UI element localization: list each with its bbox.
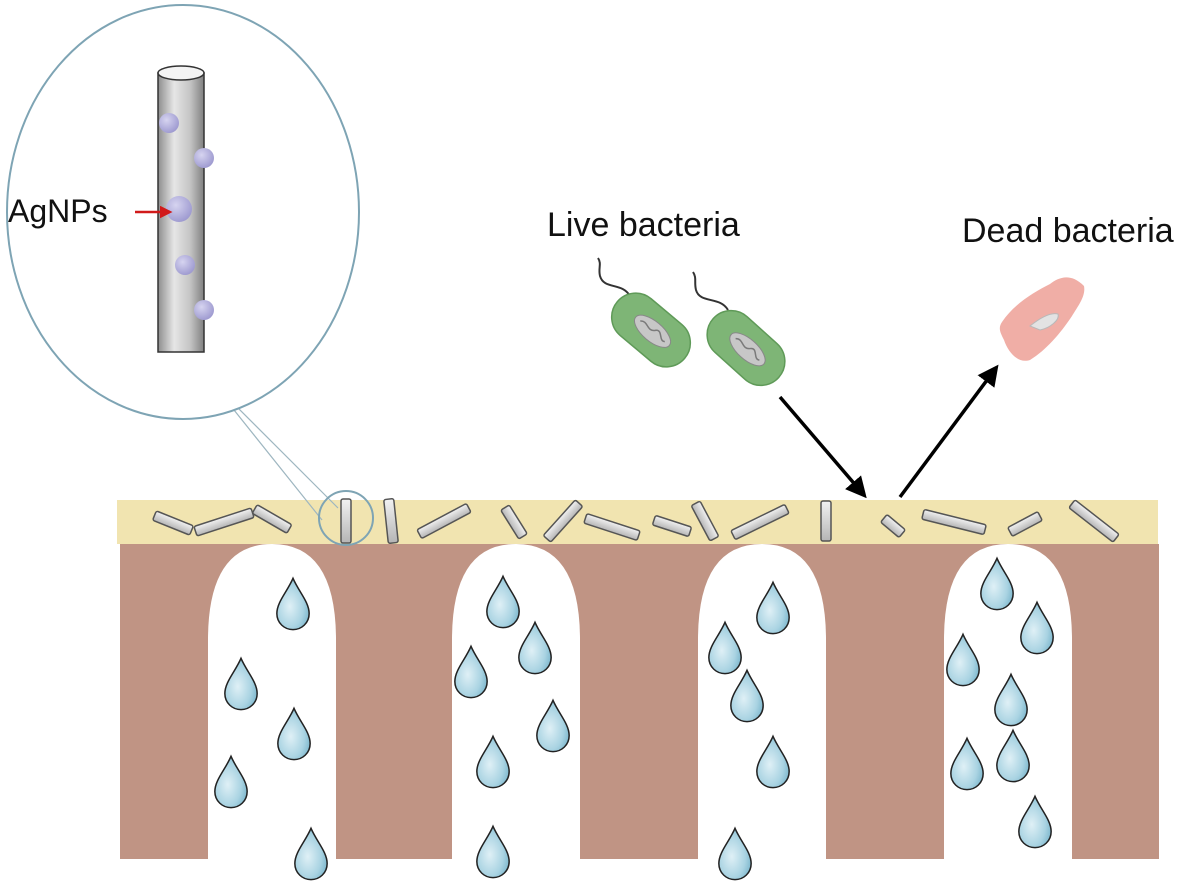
flagellum [692,271,729,311]
nanoparticle-icon [159,113,179,133]
arrow-to-coating [778,395,867,499]
nanoparticle-icon [175,255,195,275]
fiber-icon [820,500,832,542]
dead-bacterium-core [1029,313,1059,331]
flagellum [597,257,631,297]
fiber-icon [543,499,583,543]
fiber-icon [691,500,719,542]
fiber-icon [730,504,790,540]
fiber-icon [340,498,352,544]
zoom-target-circle [318,490,374,546]
agnps-label: AgNPs [8,193,108,229]
arrow-to-dead [898,364,999,499]
fiber-icon [921,509,987,535]
fiber-icon [652,515,692,537]
bacterium-icon [706,309,786,387]
nanoparticle-icon [166,196,192,222]
live-bacteria-group [597,257,786,387]
fiber-icon [416,503,472,539]
live-bacteria-label: Live bacteria [547,206,740,244]
dead-bacteria-label: Dead bacteria [962,212,1174,250]
nanoparticle-icon [194,300,214,320]
nanoparticle-icon [194,148,214,168]
fiber-icon [500,504,528,540]
fiber-icon [1068,499,1120,543]
zoom-callout [6,4,374,546]
dead-bacterium [999,277,1085,361]
fiber-icon [880,514,906,538]
fiber-icon [1007,511,1043,537]
bacterium-icon [610,292,692,368]
fiber-icon [583,513,641,541]
pore-2 [452,544,580,859]
fiber-icon [383,498,399,544]
fiber-icon [152,510,194,536]
fiber-cylinder-top [157,65,205,81]
fiber-icon [252,504,292,534]
fiber-group [152,498,1120,544]
